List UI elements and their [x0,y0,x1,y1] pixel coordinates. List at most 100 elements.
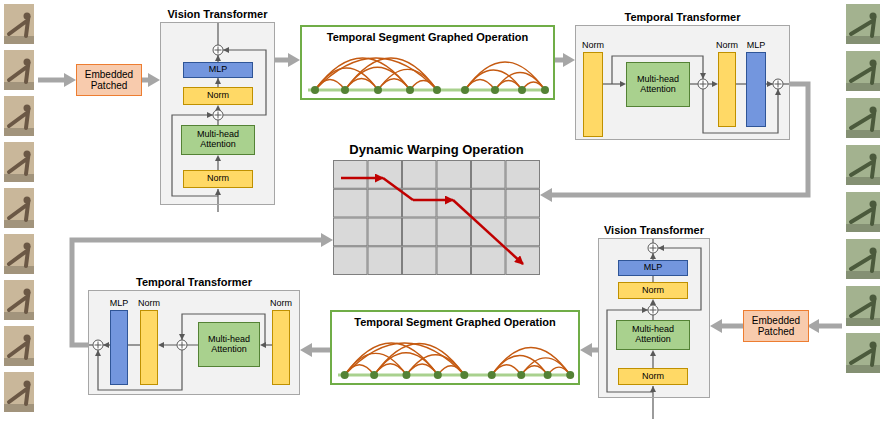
block-label: Multi-head Attention [182,130,254,150]
video-frame [4,96,34,136]
warping-matrix [333,160,540,275]
panel-fill [160,22,275,205]
embedding-box: Embedded Patched [76,64,142,96]
frame-ground [846,36,880,44]
residual-wire [658,248,701,310]
norm-block: Norm [183,87,253,105]
graph-node-dot [402,371,410,379]
athlete-figure [851,67,874,83]
athlete-figure [851,302,874,318]
video-frame [4,188,34,228]
matrix-cell [403,247,437,275]
athlete-figure [9,158,28,174]
panel-title: Vision Transformer [167,8,267,20]
frame-image [4,234,34,274]
frame-image [4,4,34,44]
frame-ground [846,318,880,326]
panel-title: Dynamic Warping Operation [349,143,523,157]
panel-title: Temporal Segment Graphed Operation [332,316,578,328]
graph-node-dot [341,371,349,379]
frame-image [846,286,880,326]
block-label: MLP [207,65,230,75]
flow-arrow [555,58,563,63]
video-frame [4,4,34,44]
sum-circle [773,79,783,89]
sum-cross [650,245,657,252]
transformer-panel: Vision TransformerMLPNormMulti-head Atte… [598,238,710,398]
video-frame [4,50,34,90]
block-label: Embedded Patched [77,69,141,91]
video-frame [846,98,880,138]
athlete-figure [851,255,874,271]
frame-ground [4,266,34,274]
athlete-head [870,13,877,20]
athlete-figure [9,388,28,404]
matrix-cell [472,247,506,275]
athlete-head [870,107,877,114]
warping-path [453,200,523,264]
athlete-figure [9,296,28,312]
frame-image [4,372,34,412]
residual-wire [217,55,218,62]
frame-image [846,192,880,232]
warping-path [383,178,413,200]
sum-symbol [213,110,223,120]
sum-symbol [213,45,223,55]
athlete-figure [9,112,28,128]
matrix-cell [334,247,368,275]
sum-symbol [773,79,783,89]
sum-cross [775,81,782,88]
athlete-figure [851,349,874,365]
panel-title: Temporal Transformer [625,11,741,23]
mlp-block: MLP [746,52,766,127]
residual-wire [128,344,140,345]
frame-ground [4,82,34,90]
matrix-cell [437,218,471,246]
graph-arc [345,343,465,375]
bar-label: Norm [270,299,292,309]
graph-node-dot [370,371,378,379]
frame-ground [4,312,34,320]
warping-path [341,177,383,180]
video-frame [846,51,880,91]
matrix-cell [472,189,506,217]
segment-graph [308,58,549,94]
graph-node-dot [488,371,496,379]
video-frame [846,192,880,232]
graph-node-dot [491,86,499,94]
sum-cross [700,81,707,88]
graph-arc [492,348,570,375]
norm-block: Norm [183,170,253,188]
sum-circle [177,340,187,350]
graph-node-dot [374,86,382,94]
frame-image [846,333,880,373]
frame-ground [846,83,880,91]
bar-label: Norm [582,41,604,51]
sum-cross [179,342,186,349]
matrix-cell [403,218,437,246]
matrix-cell [334,189,368,217]
sum-cross [95,342,102,349]
frame-ground [4,174,34,182]
video-frame [846,145,880,185]
athlete-figure [9,66,28,82]
panel-fill [88,290,300,395]
block-label: Embedded Patched [744,315,808,337]
video-frame [4,234,34,274]
mlp-block: MLP [183,62,253,78]
frame-image [846,145,880,185]
matrix-cell [403,189,437,217]
block-label: Norm [205,174,231,184]
block-label: Norm [640,372,666,382]
matrix-cell [403,161,437,189]
graph-arc [438,366,464,375]
flow-arrow [312,348,330,353]
frame-ground [846,271,880,279]
frame-ground [4,128,34,136]
sum-circle [213,45,223,55]
matrix-cell [368,189,402,217]
bar-label: MLP [747,41,766,51]
frame-ground [4,36,34,44]
graph-arc [315,58,410,90]
